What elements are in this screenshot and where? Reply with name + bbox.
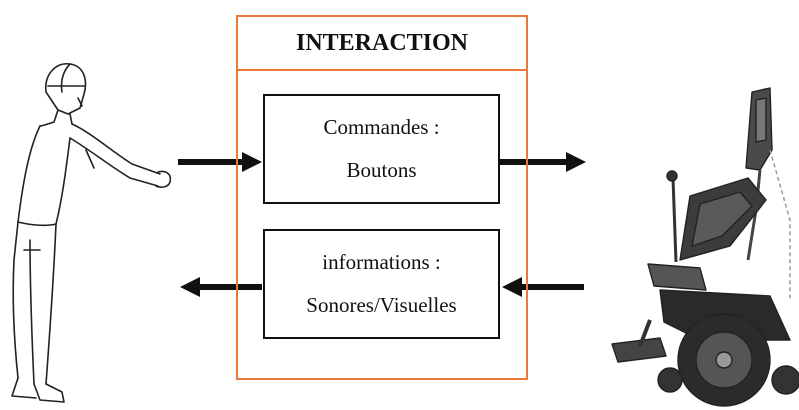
arrow-right-icon <box>178 152 262 172</box>
arrow-left-icon <box>502 277 584 297</box>
commands-item: Boutons <box>346 158 417 182</box>
arrow-left-icon <box>180 277 262 297</box>
information-box: informations : Sonores/Visuelles <box>263 229 500 339</box>
information-item: Sonores/Visuelles <box>306 293 457 317</box>
interaction-title: INTERACTION <box>236 15 528 71</box>
information-heading: informations : <box>322 250 441 274</box>
commands-box: Commandes : Boutons <box>263 94 500 204</box>
commands-heading: Commandes : <box>323 115 440 139</box>
arrow-right-icon <box>500 152 586 172</box>
person-icon <box>11 63 172 403</box>
